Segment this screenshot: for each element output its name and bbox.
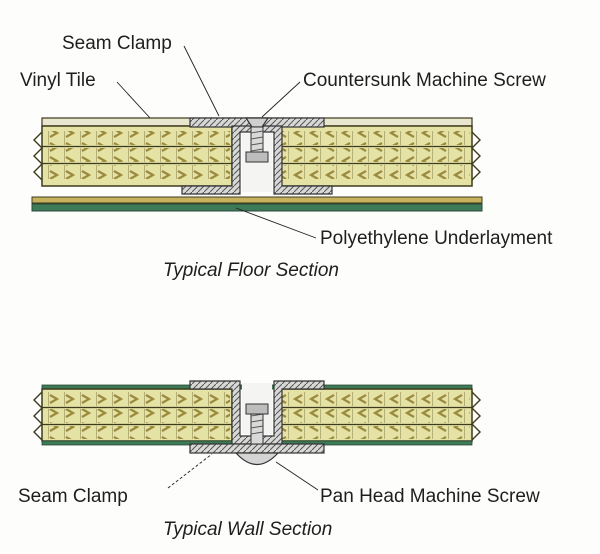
label-vinyl-tile: Vinyl Tile: [20, 70, 96, 91]
pan-head-screw: [234, 403, 280, 466]
leader-pan-head-screw: [275, 461, 319, 491]
wall-seam-clamp-channel: [189, 380, 325, 445]
countersunk-screw: [244, 117, 270, 163]
label-pan-head-screw: Pan Head Machine Screw: [320, 486, 540, 507]
wall-section: [33, 380, 481, 491]
leader-wall-seam-clamp: [167, 453, 213, 489]
leader-countersunk-screw: [261, 81, 301, 118]
wall-left-panel: [33, 388, 233, 442]
label-countersunk-screw: Countersunk Machine Screw: [303, 70, 546, 91]
wall-seam-clamp-plate: [189, 443, 325, 454]
label-underlayment: Polyethylene Underlayment: [320, 228, 553, 249]
floor-underlayment: [31, 196, 483, 212]
leader-floor-seam-clamp: [183, 45, 220, 117]
caption-wall-section: Typical Wall Section: [163, 519, 333, 540]
leader-floor-vinyl-tile: [116, 81, 151, 119]
floor-seam-clamp-channel: [181, 125, 333, 195]
label-floor-seam-clamp: Seam Clamp: [62, 33, 172, 54]
floor-right-panel: [279, 125, 481, 187]
wall-right-panel: [279, 388, 481, 442]
leader-underlayment: [235, 207, 317, 239]
floor-section: [31, 45, 483, 239]
caption-floor-section: Typical Floor Section: [163, 260, 339, 281]
label-wall-seam-clamp: Seam Clamp: [18, 486, 128, 507]
floor-left-panel: [33, 125, 233, 187]
